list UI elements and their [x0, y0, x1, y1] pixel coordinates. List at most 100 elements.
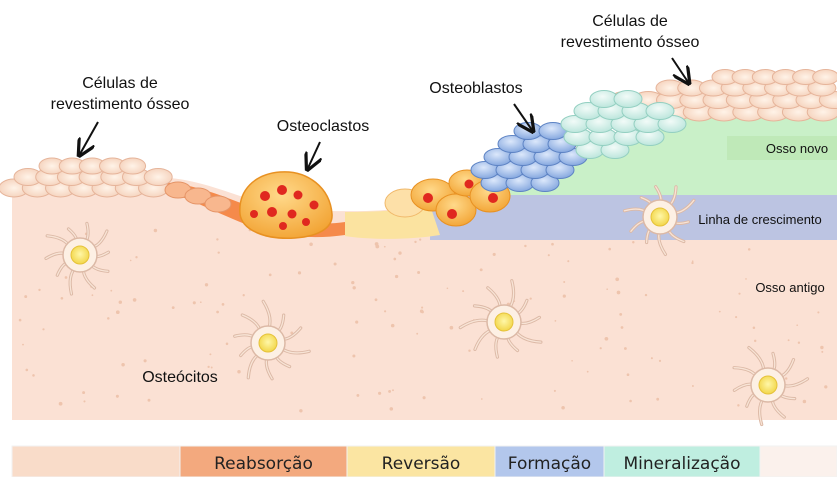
- speckle: [216, 238, 218, 240]
- speckle: [92, 294, 94, 296]
- speckle: [615, 277, 619, 281]
- phase-label: Formação: [508, 454, 591, 474]
- phase-label: Reversão: [382, 454, 461, 474]
- label-osteocytes: Osteócitos: [142, 369, 218, 386]
- speckle: [480, 268, 483, 271]
- speckle: [803, 400, 807, 404]
- speckle: [390, 407, 394, 411]
- speckle: [388, 390, 391, 393]
- speckle: [32, 374, 35, 377]
- speckle: [61, 297, 64, 300]
- lining-cell: [205, 196, 231, 212]
- speckle: [222, 303, 225, 306]
- osteoblast-cell: [614, 91, 642, 108]
- speckle: [820, 346, 823, 349]
- speckle: [621, 326, 624, 329]
- speckle: [524, 245, 526, 247]
- speckle: [375, 242, 379, 246]
- speckle: [299, 409, 302, 412]
- speckle: [447, 287, 449, 289]
- speckle: [207, 366, 209, 368]
- speckle: [421, 311, 424, 314]
- speckle: [309, 243, 313, 247]
- osteocyte-nucleus: [651, 208, 669, 226]
- speckle: [355, 321, 358, 324]
- label-old-bone: Osso antigo: [755, 280, 824, 295]
- osteocyte-nucleus: [71, 246, 89, 264]
- osteocyte-nucleus: [759, 376, 777, 394]
- speckle: [745, 278, 747, 280]
- osteoblast-cell: [646, 103, 674, 120]
- speckle: [587, 371, 589, 373]
- speckle: [200, 301, 202, 303]
- speckle: [205, 283, 208, 286]
- speckle: [692, 385, 694, 387]
- speckle: [561, 406, 565, 410]
- speckle: [237, 370, 240, 373]
- label-osteoblasts: Osteoblastos: [429, 80, 522, 97]
- speckle: [116, 395, 119, 398]
- speckle: [392, 389, 394, 391]
- speckle: [563, 281, 565, 283]
- osteocyte-nucleus: [259, 334, 277, 352]
- lining-cell: [813, 70, 837, 85]
- speckle: [421, 307, 423, 309]
- speckle: [378, 392, 381, 395]
- speckle: [269, 274, 272, 277]
- speckle: [462, 290, 464, 292]
- speckle: [110, 290, 112, 292]
- speckle: [209, 353, 211, 355]
- speckle: [567, 260, 569, 262]
- label-lining-left-2: revestimento ósseo: [51, 96, 190, 113]
- speckle: [398, 251, 401, 254]
- speckle: [135, 256, 137, 258]
- speckle: [154, 229, 157, 232]
- speckle: [356, 394, 359, 397]
- speckle: [416, 333, 418, 335]
- speckle: [551, 243, 554, 246]
- label-growth-line: Linha de crescimento: [698, 212, 822, 227]
- label-lining-right-1: Células de: [592, 13, 668, 30]
- speckle: [624, 347, 627, 350]
- speckle: [796, 324, 798, 326]
- speckle: [417, 271, 420, 274]
- speckle: [298, 271, 301, 274]
- phase-segment: [12, 446, 180, 477]
- speckle: [119, 300, 122, 303]
- speckle: [656, 398, 659, 401]
- speckle: [391, 324, 395, 328]
- speckle: [243, 294, 245, 296]
- speckle: [692, 260, 694, 262]
- speckle: [468, 349, 470, 351]
- speckle: [651, 357, 653, 359]
- speckle: [632, 241, 634, 243]
- speckle: [148, 399, 151, 402]
- speckle: [59, 402, 63, 406]
- speckle: [172, 306, 175, 309]
- arrow-lining-left: [80, 122, 98, 154]
- speckle: [735, 316, 737, 318]
- speckle: [748, 248, 751, 251]
- speckle: [24, 295, 27, 298]
- speckle: [548, 254, 550, 256]
- speckle: [116, 310, 120, 314]
- speckle: [617, 291, 621, 295]
- speckle: [384, 246, 386, 248]
- phase-bar: ReabsorçãoReversãoFormaçãoMineralização: [12, 446, 837, 477]
- speckle: [38, 289, 40, 291]
- speckle: [737, 404, 739, 406]
- speckle: [817, 311, 819, 313]
- speckle: [334, 262, 337, 265]
- speckle: [351, 281, 354, 284]
- speckle: [821, 351, 823, 353]
- speckle: [554, 390, 556, 392]
- label-osteoclasts: Osteoclastos: [277, 118, 369, 135]
- speckle: [82, 391, 85, 394]
- speckle: [395, 275, 398, 278]
- speckle: [619, 313, 622, 316]
- speckle: [788, 339, 790, 341]
- speckle: [42, 328, 44, 330]
- speckle: [107, 317, 110, 320]
- lining-cell: [120, 158, 146, 174]
- speckle: [22, 344, 24, 346]
